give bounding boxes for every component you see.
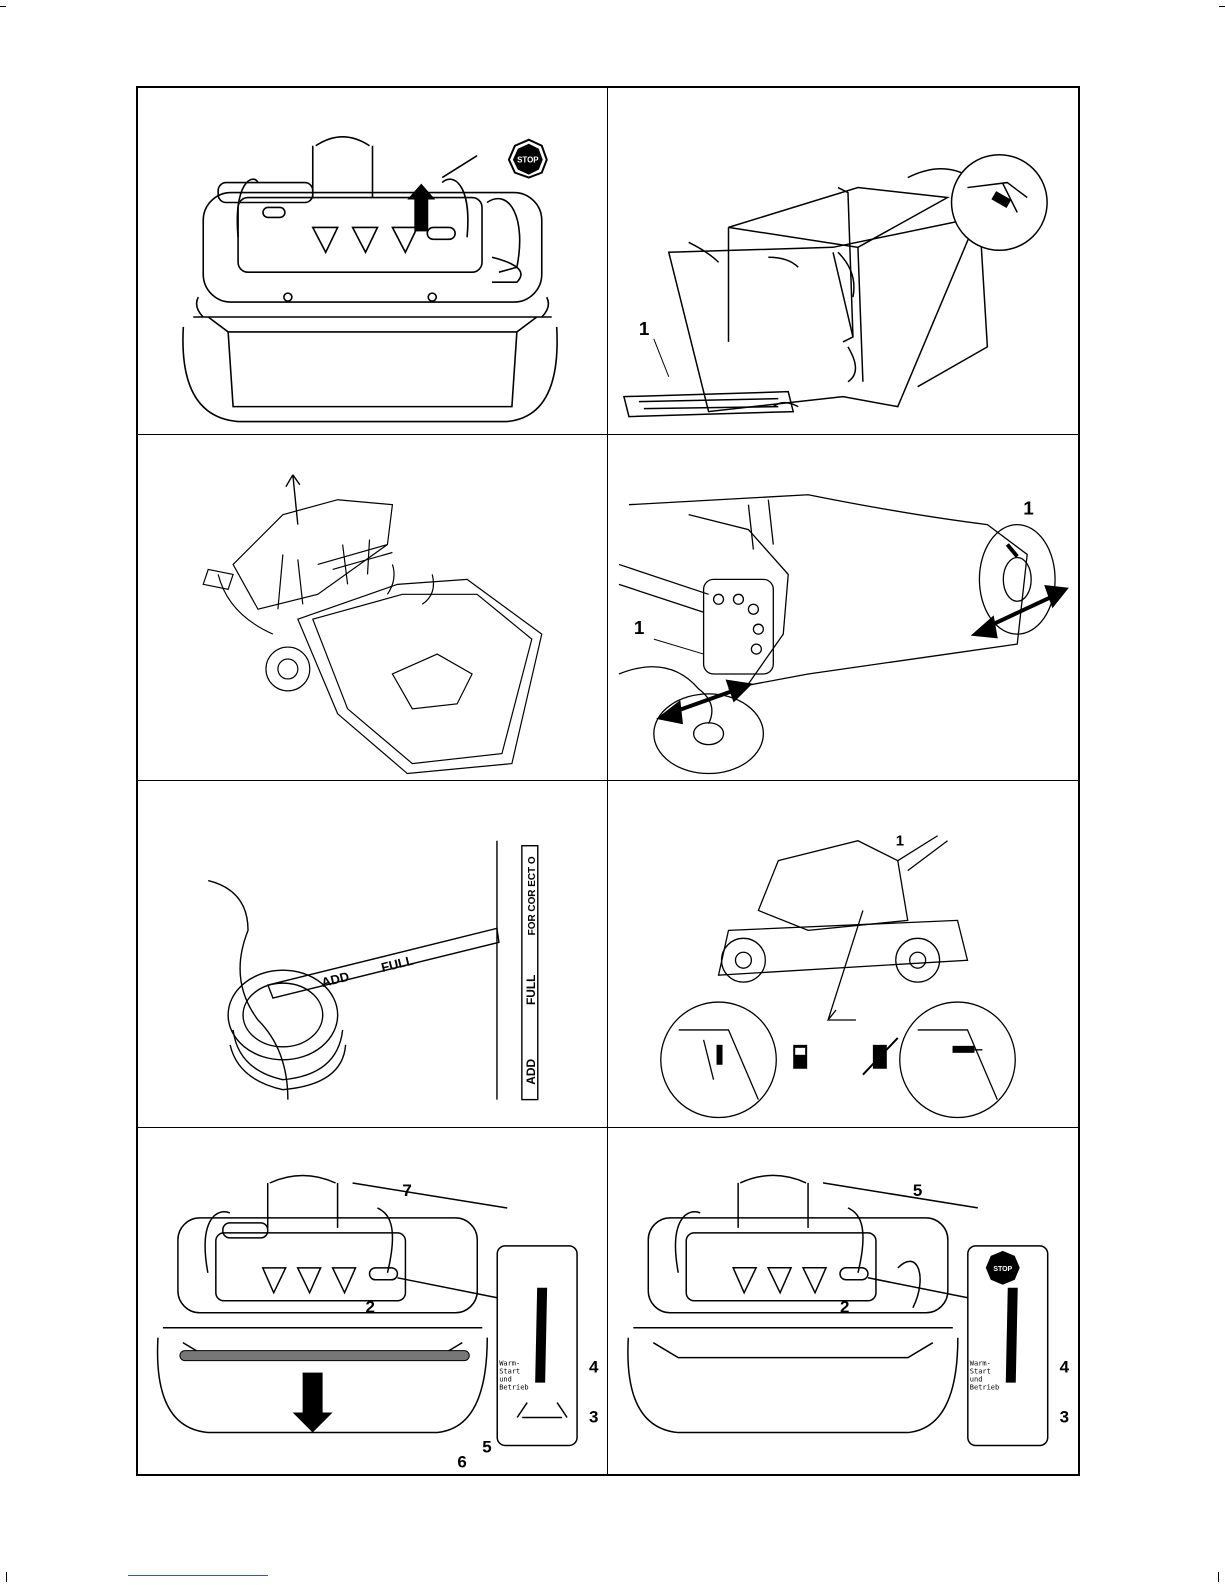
throttle-decal: Warm- Start und Betrieb (970, 1359, 999, 1391)
grass-catcher-frame-illustration: 1 (608, 88, 1078, 434)
panel-throttle-warm-start: Warm- Start und Betrieb 7 2 4 3 5 6 (138, 1128, 608, 1475)
callout-1: 1 (896, 833, 904, 850)
panel-fuel-valve: 1 (608, 781, 1078, 1128)
callout-4: 4 (1060, 1357, 1070, 1376)
panel-wheel-height: 1 1 (608, 435, 1078, 782)
throttle-stop-illustration: STOP Warm- Start und Betrieb 5 2 4 3 (608, 1128, 1078, 1475)
callout-3: 3 (589, 1407, 598, 1426)
panel-handle-stop: STOP (138, 88, 608, 435)
dipstick-add-vertical: ADD (524, 1058, 538, 1084)
dipstick-full-vertical: FULL (524, 975, 538, 1006)
wheel-height-illustration: 1 1 (608, 435, 1078, 781)
panel-catcher-frame: 1 (608, 88, 1078, 435)
stop-sign-label: STOP (517, 156, 539, 165)
panel-dipstick: ADD FULL ADD FULL FOR COR ECT O (138, 781, 608, 1128)
stop-sign-icon: STOP (509, 140, 547, 178)
callout-5: 5 (482, 1437, 491, 1456)
dipstick-add-label: ADD (320, 969, 351, 990)
fuel-off-icon (863, 1038, 898, 1075)
crop-mark-br (1218, 1572, 1219, 1582)
footer-link-underline[interactable] (128, 1575, 268, 1576)
panel-throttle-stop: STOP Warm- Start und Betrieb 5 2 4 3 (608, 1128, 1078, 1475)
callout-1-top: 1 (1023, 498, 1034, 519)
fuel-valve-illustration: 1 (608, 781, 1078, 1127)
crop-mark-tl (0, 6, 6, 7)
decal-line-und: und (499, 1375, 512, 1383)
callout-1-left: 1 (634, 618, 645, 639)
attach-catcher-illustration (138, 435, 607, 781)
fuel-pump-icon (793, 1045, 807, 1069)
callout-2: 2 (840, 1297, 849, 1316)
callout-4: 4 (589, 1357, 599, 1376)
decal-line-warm: Warm- (970, 1359, 991, 1367)
dipstick-correct-vertical: FOR COR ECT O (527, 856, 538, 935)
mower-handle-illustration: STOP (138, 88, 607, 434)
callout-1: 1 (639, 319, 650, 340)
callout-5: 5 (913, 1180, 922, 1199)
decal-line-start: Start (970, 1367, 991, 1375)
decal-line-start: Start (499, 1367, 520, 1375)
stop-sign-label: STOP (993, 1265, 1012, 1272)
callout-7: 7 (402, 1180, 411, 1199)
throttle-warm-start-illustration: Warm- Start und Betrieb 7 2 4 3 5 6 (138, 1128, 607, 1475)
decal-line-warm: Warm- (499, 1359, 520, 1367)
stop-sign-icon: STOP (986, 1250, 1020, 1284)
decal-line-und: und (970, 1375, 983, 1383)
illustration-grid: STOP 1 (136, 86, 1080, 1476)
throttle-decal: Warm- Start und Betrieb (499, 1359, 528, 1391)
crop-mark-tr (1219, 6, 1225, 7)
decal-line-betrieb: Betrieb (970, 1383, 999, 1391)
decal-line-betrieb: Betrieb (499, 1383, 528, 1391)
dipstick-illustration: ADD FULL ADD FULL FOR COR ECT O (138, 781, 607, 1127)
callout-6: 6 (457, 1452, 466, 1471)
crop-mark-bl (6, 1572, 7, 1582)
panel-attach-catcher (138, 435, 608, 782)
callout-3: 3 (1060, 1407, 1069, 1426)
callout-2: 2 (366, 1297, 375, 1316)
